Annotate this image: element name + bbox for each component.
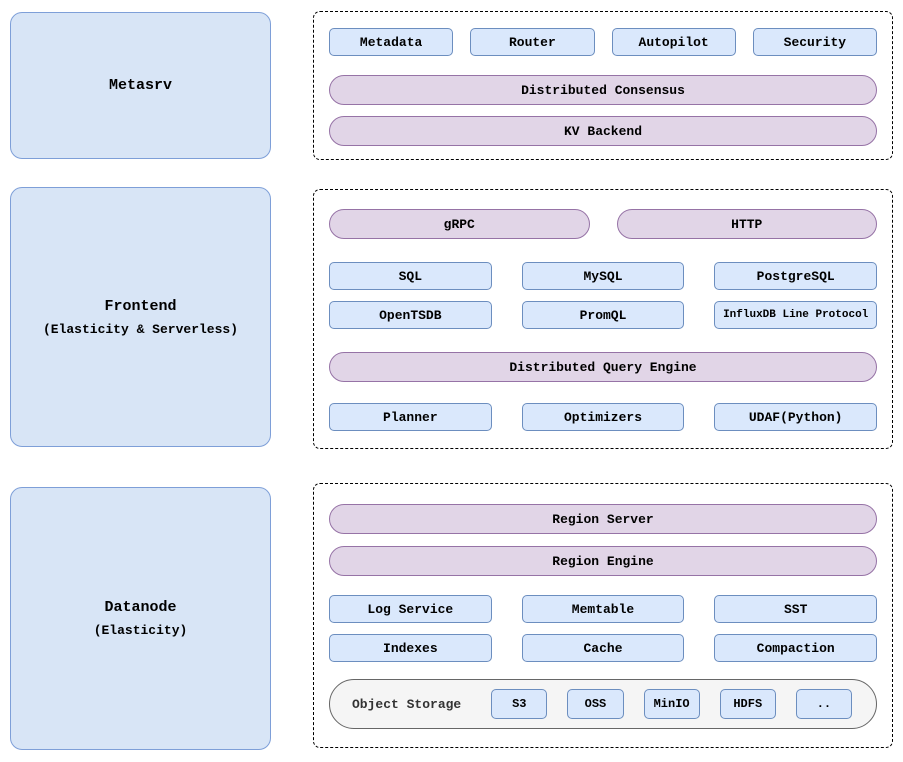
datanode-title: Datanode	[104, 599, 177, 616]
box-planner: Planner	[329, 403, 492, 431]
frontend-query-components-row: Planner Optimizers UDAF(Python)	[329, 403, 878, 431]
box-cache: Cache	[521, 634, 685, 662]
box-router: Router	[470, 28, 595, 56]
frontend-transport-row: gRPC HTTP	[329, 209, 877, 239]
box-sst: SST	[714, 595, 878, 623]
datanode-components-row2: Indexes Cache Compaction	[329, 634, 878, 662]
box-hdfs: HDFS	[719, 689, 776, 719]
box-promql: PromQL	[521, 301, 685, 329]
object-storage-label: Object Storage	[352, 696, 462, 712]
box-indexes: Indexes	[329, 634, 492, 662]
box-other-storage: ..	[795, 689, 852, 719]
box-s3: S3	[491, 689, 548, 719]
box-mysql: MySQL	[521, 262, 685, 290]
pill-kv-backend: KV Backend	[329, 116, 877, 146]
frontend-title: Frontend	[104, 297, 177, 315]
box-compaction: Compaction	[714, 634, 878, 662]
pill-region-engine: Region Engine	[329, 546, 877, 576]
frontend-protocols-row1: SQL MySQL PostgreSQL	[329, 262, 878, 290]
box-optimizers: Optimizers	[521, 403, 685, 431]
pill-region-server: Region Server	[329, 504, 877, 534]
pill-distributed-query-engine: Distributed Query Engine	[329, 352, 877, 382]
pill-http: HTTP	[616, 209, 877, 239]
metasrv-container: Metadata Router Autopilot Security Distr…	[313, 11, 893, 160]
box-autopilot: Autopilot	[611, 28, 736, 56]
box-log-service: Log Service	[329, 595, 492, 623]
frontend-protocols-row2: OpenTSDB PromQL InfluxDB Line Protocol	[329, 301, 878, 329]
datanode-components-row1: Log Service Memtable SST	[329, 595, 878, 623]
datanode-node: Datanode (Elasticity)	[10, 487, 271, 750]
box-minio: MinIO	[643, 689, 700, 719]
box-udaf-python: UDAF(Python)	[714, 403, 878, 431]
box-security: Security	[752, 28, 877, 56]
pill-distributed-consensus: Distributed Consensus	[329, 75, 877, 105]
box-sql: SQL	[329, 262, 492, 290]
box-oss: OSS	[567, 689, 624, 719]
metasrv-modules-row: Metadata Router Autopilot Security	[329, 28, 877, 56]
object-storage-container: Object Storage S3 OSS MinIO HDFS ..	[329, 679, 877, 729]
frontend-container: gRPC HTTP SQL MySQL PostgreSQL OpenTSDB …	[313, 189, 893, 449]
frontend-node: Frontend (Elasticity & Serverless)	[10, 187, 271, 447]
datanode-subtitle: (Elasticity)	[93, 623, 188, 638]
object-storage-backends-row: S3 OSS MinIO HDFS ..	[491, 689, 852, 719]
box-metadata: Metadata	[329, 28, 454, 56]
frontend-subtitle: (Elasticity & Serverless)	[42, 321, 239, 337]
box-postgresql: PostgreSQL	[714, 262, 878, 290]
box-influxdb-line-protocol: InfluxDB Line Protocol	[714, 301, 878, 329]
box-memtable: Memtable	[521, 595, 685, 623]
metasrv-title: Metasrv	[108, 77, 172, 94]
box-opentsdb: OpenTSDB	[329, 301, 492, 329]
pill-grpc: gRPC	[329, 209, 590, 239]
metasrv-node: Metasrv	[10, 12, 271, 159]
datanode-container: Region Server Region Engine Log Service …	[313, 483, 893, 748]
